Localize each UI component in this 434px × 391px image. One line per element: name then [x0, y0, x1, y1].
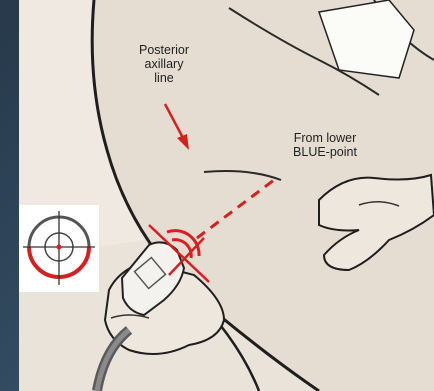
posterior-axillary-line-label: Posterior axillary line: [124, 43, 204, 85]
lung-view-inset: [19, 205, 99, 292]
lower-blue-point-label: From lower BLUE-point: [270, 131, 380, 159]
patient-illustration: [19, 0, 434, 391]
lung-view-diagram-icon: [19, 205, 99, 292]
